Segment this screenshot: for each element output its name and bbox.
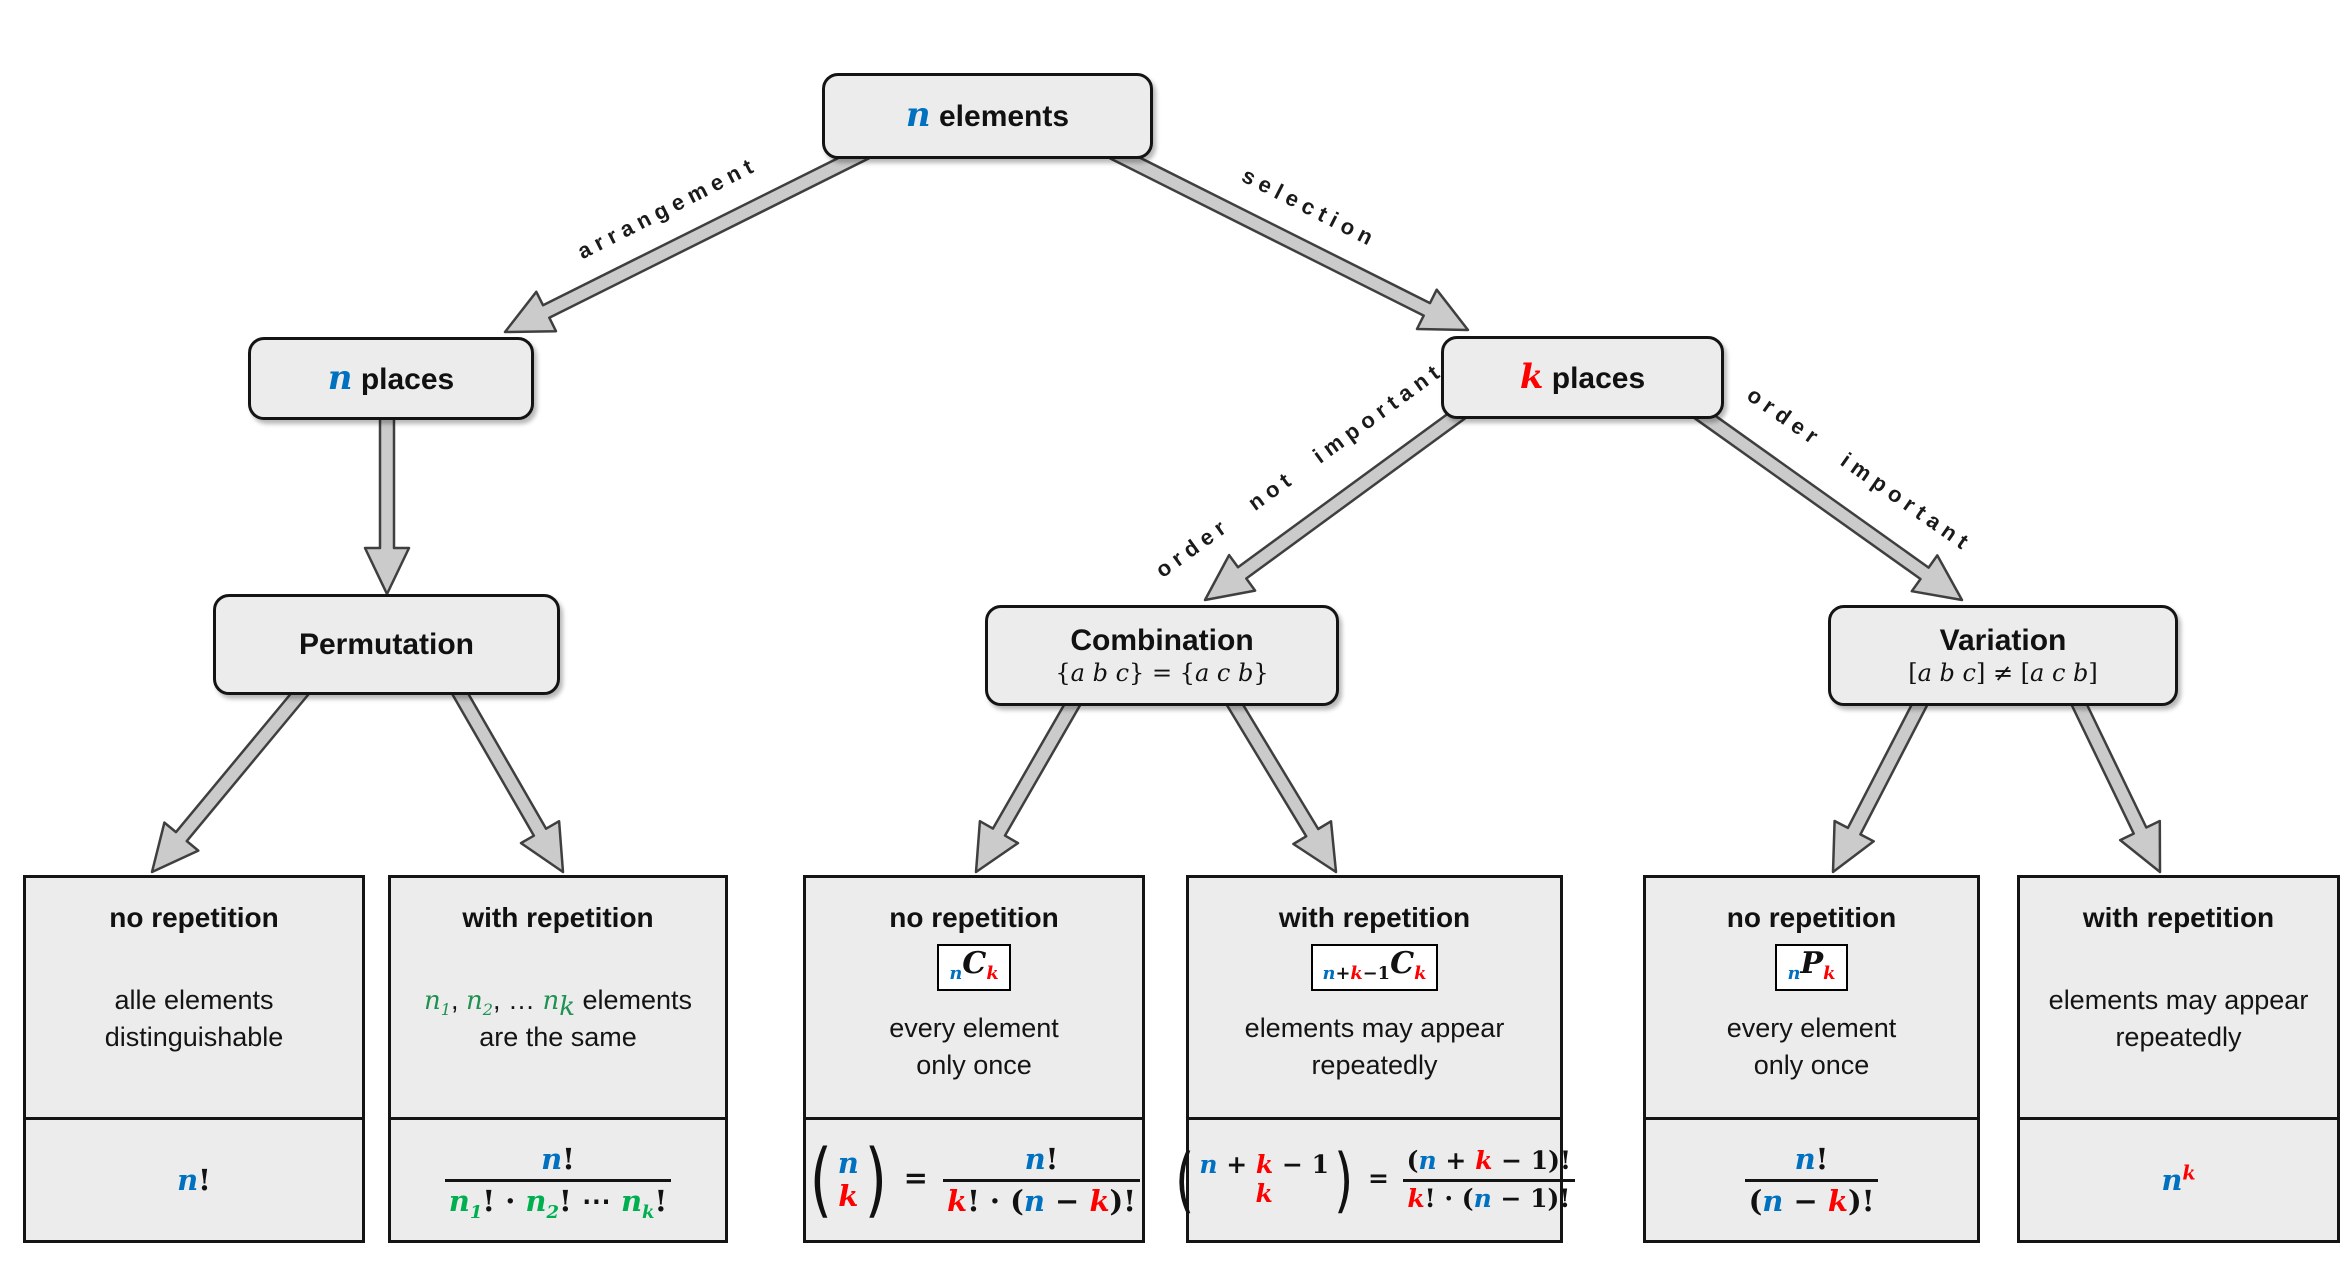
- node-combination-title: Combination: [1070, 624, 1254, 658]
- card-body: every element only once: [1727, 1010, 1897, 1083]
- card-body-line: n1, n2, … nk elements: [423, 984, 693, 1022]
- card-body-line: only once: [1753, 1049, 1870, 1080]
- card-body-line: alle elements: [114, 985, 274, 1016]
- card-body-line: every element: [889, 1013, 1059, 1044]
- card-body-line: are the same: [479, 1021, 637, 1052]
- card-body-line: only once: [916, 1049, 1032, 1080]
- node-variation-subtitle: [a b c] ≠ [a c b]: [1908, 659, 2098, 688]
- card-permutation-no-repetition: no repetition alle elements distinguisha…: [23, 875, 365, 1243]
- card-body-line: elements may appear: [1244, 1013, 1505, 1044]
- node-k-places: k places: [1441, 336, 1724, 419]
- node-variation: Variation [a b c] ≠ [a c b]: [1828, 605, 2178, 706]
- node-variation-title: Variation: [1939, 624, 2067, 658]
- arrow-order-not-important: [1203, 405, 1468, 602]
- card-combination-with-repetition-top: with repetition n+k−1Ck elements may app…: [1189, 878, 1560, 1117]
- badge-n-plus-k-minus-1-Ck: n+k−1Ck: [1310, 944, 1439, 991]
- card-formula: nk: [2020, 1117, 2337, 1240]
- card-variation-with-repetition: with repetition elements may appear repe…: [2017, 875, 2340, 1243]
- card-body: n1, n2, … nk elements are the same: [424, 982, 692, 1056]
- arrow-combination-no-repetition: [974, 695, 1083, 874]
- card-permutation-with-repetition-top: with repetition n1, n2, … nk elements ar…: [391, 878, 725, 1117]
- node-permutation-title: Permutation: [298, 628, 475, 661]
- badge-nPk: nPk: [1775, 944, 1848, 991]
- card-body-line: every element: [1726, 1013, 1897, 1044]
- card-formula: n!: [26, 1117, 362, 1240]
- card-variation-with-repetition-top: with repetition elements may appear repe…: [2020, 878, 2337, 1117]
- arrow-arrangement: [503, 144, 871, 334]
- node-combination: Combination {a b c} = {a c b}: [985, 605, 1339, 706]
- node-n-elements-title: n elements: [905, 95, 1070, 136]
- card-combination-no-repetition: no repetition nCk every element only onc…: [803, 875, 1145, 1243]
- node-k-places-title: k places: [1519, 356, 1646, 397]
- card-body: elements may appear repeatedly: [2049, 982, 2309, 1055]
- card-header: no repetition: [109, 902, 279, 933]
- card-body-line: distinguishable: [104, 1021, 284, 1052]
- arrow-variation-no-repetition: [1831, 695, 1930, 874]
- arrow-permutation-with-repetition: [450, 685, 565, 874]
- card-body: elements may appear repeatedly: [1245, 1010, 1505, 1083]
- card-header: with repetition: [462, 902, 654, 933]
- card-header: with repetition: [1278, 902, 1471, 933]
- card-header: no repetition: [889, 902, 1059, 933]
- card-body-line: repeatedly: [1311, 1049, 1438, 1080]
- card-variation-no-repetition: no repetition nPk every element only onc…: [1643, 875, 1980, 1243]
- card-header: no repetition: [1726, 902, 1897, 933]
- badge-nCk: nCk: [937, 944, 1011, 991]
- arrow-permutation-no-repetition: [150, 684, 310, 874]
- card-body-line: repeatedly: [2115, 1021, 2242, 1052]
- card-body-line: elements may appear: [2048, 985, 2309, 1016]
- card-header: with repetition: [2082, 902, 2275, 933]
- arrow-selection: [1108, 144, 1470, 332]
- node-n-places: n places: [248, 337, 534, 420]
- arrow-combination-with-repetition: [1224, 695, 1338, 874]
- card-variation-no-repetition-top: no repetition nPk every element only onc…: [1646, 878, 1977, 1117]
- node-n-places-title: n places: [327, 357, 455, 398]
- arrow-variation-with-repetition: [2069, 695, 2162, 874]
- arrow-order-important: [1692, 405, 1964, 602]
- card-combination-no-repetition-top: no repetition nCk every element only onc…: [806, 878, 1142, 1117]
- node-n-elements: n elements: [822, 73, 1153, 159]
- node-permutation: Permutation: [213, 594, 560, 695]
- arrow-n-places-to-permutation: [363, 410, 411, 596]
- card-combination-with-repetition: with repetition n+k−1Ck elements may app…: [1175, 875, 1575, 1243]
- card-body: alle elements distinguishable: [105, 982, 284, 1055]
- node-combination-subtitle: {a b c} = {a c b}: [1055, 659, 1269, 688]
- card-formula: n!(n − k)!: [1646, 1117, 1977, 1240]
- card-permutation-no-repetition-top: no repetition alle elements distinguisha…: [26, 878, 362, 1117]
- card-permutation-with-repetition: with repetition n1, n2, … nk elements ar…: [388, 875, 728, 1243]
- card-formula: n!n1! · n2! ⋯ nk!: [391, 1117, 725, 1240]
- card-body: every element only once: [889, 1010, 1059, 1083]
